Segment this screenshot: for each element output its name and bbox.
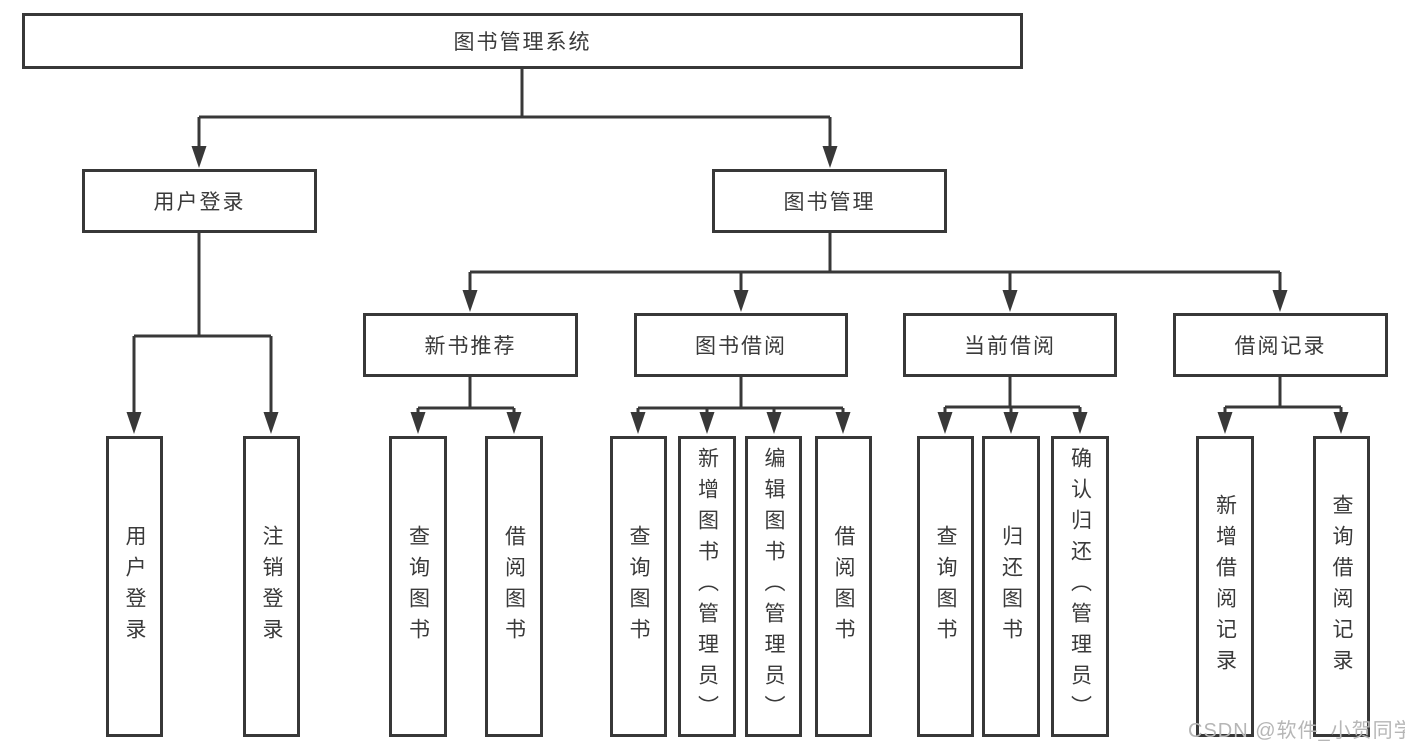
leaf-user-login: 用户登录 [106, 436, 163, 737]
leaf-borrow-books: 借阅图书 [815, 436, 872, 737]
leaf-query-books-current: 查询图书 [917, 436, 974, 737]
node-label: 查询图书 [934, 524, 957, 649]
node-label: 查询图书 [627, 524, 650, 649]
node-current-borrowing: 当前借阅 [903, 313, 1117, 377]
node-library-management-system: 图书管理系统 [22, 13, 1023, 69]
node-book-management: 图书管理 [712, 169, 947, 233]
leaf-borrow-books-recommend: 借阅图书 [485, 436, 543, 737]
node-label: 新增借阅记录 [1213, 493, 1237, 680]
leaf-query-books-borrow: 查询图书 [610, 436, 667, 737]
node-new-book-recommendation: 新书推荐 [363, 313, 578, 377]
node-book-borrowing: 图书借阅 [634, 313, 848, 377]
node-label: 用户登录 [123, 524, 146, 649]
node-label: 确认归还（管理员） [1068, 447, 1092, 726]
node-label: 查询借阅记录 [1330, 493, 1353, 680]
node-label: 图书借阅 [695, 335, 787, 358]
leaf-logout: 注销登录 [243, 436, 300, 737]
leaf-return-books: 归还图书 [982, 436, 1040, 737]
leaf-query-books-recommend: 查询图书 [389, 436, 447, 737]
node-label: 图书管理 [783, 191, 876, 214]
leaf-query-borrow-record: 查询借阅记录 [1313, 436, 1370, 737]
node-label: 归还图书 [999, 524, 1023, 649]
leaf-add-books-admin: 新增图书（管理员） [678, 436, 736, 737]
node-label: 借阅图书 [502, 524, 526, 649]
node-label: 当前借阅 [964, 335, 1056, 358]
node-label: 新增图书（管理员） [695, 447, 719, 726]
leaf-confirm-return-admin: 确认归还（管理员） [1051, 436, 1109, 737]
node-label: 查询图书 [406, 524, 430, 649]
node-borrowing-records: 借阅记录 [1173, 313, 1388, 377]
leaf-edit-books-admin: 编辑图书（管理员） [745, 436, 802, 737]
leaf-add-borrow-record: 新增借阅记录 [1196, 436, 1254, 737]
node-user-login: 用户登录 [82, 169, 317, 233]
node-label: 用户登录 [153, 191, 246, 214]
csdn-watermark: CSDN @软件_小贺同学 [1188, 720, 1405, 742]
node-label: 编辑图书（管理员） [762, 447, 785, 726]
node-label: 借阅记录 [1234, 335, 1327, 358]
node-label: 新书推荐 [424, 335, 517, 358]
node-label: 注销登录 [260, 524, 283, 649]
node-label: 借阅图书 [832, 524, 855, 649]
node-label: 图书管理系统 [453, 31, 592, 54]
